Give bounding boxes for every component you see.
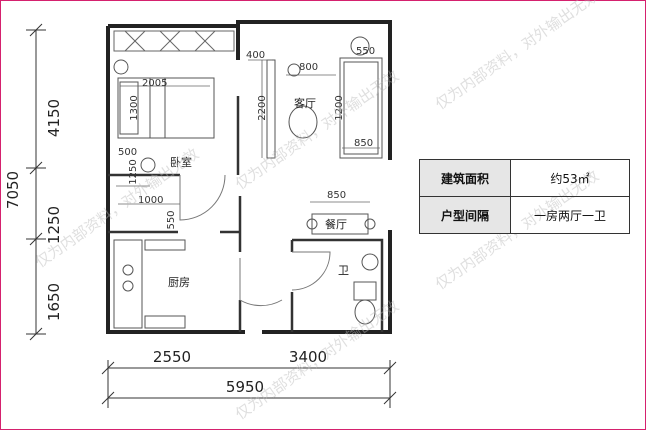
- dim-400: 400: [246, 50, 265, 61]
- info-row-layout: 户型间隔 一房两厅一卫: [419, 196, 630, 234]
- dim-left-top: 4150: [45, 99, 63, 137]
- dim-850-sofa: 850: [354, 138, 373, 149]
- info-value-layout: 一房两厅一卫: [510, 196, 630, 234]
- stool-living: [287, 63, 301, 77]
- dim-left-total: 7050: [4, 171, 22, 209]
- interior-walls: [108, 96, 384, 332]
- dim-left-mid: 1250: [45, 206, 63, 244]
- bathroom-fixtures: [353, 253, 379, 325]
- dim-500: 500: [118, 147, 137, 158]
- outer-walls: [106, 20, 392, 334]
- door-bath: [291, 251, 331, 291]
- dim-1250-vertical: 1250: [128, 159, 139, 184]
- info-value-area: 约53㎡: [510, 159, 630, 197]
- wardrobe: [113, 30, 235, 52]
- plant-living: [350, 36, 370, 56]
- watermark-2: 仅为内部资料，对外输出无效: [232, 67, 402, 194]
- door-bedroom: [179, 174, 226, 221]
- inner-dim-lines: [116, 59, 380, 205]
- room-bathroom: 卫: [338, 264, 349, 277]
- dim-left-bottom: 1650: [45, 283, 63, 321]
- door-kitchen: [239, 258, 283, 307]
- watermark-3: 仅为内部资料，对外输出无效: [432, 0, 602, 113]
- room-dining: 餐厅: [325, 217, 347, 231]
- bottom-dimension-lines: [101, 360, 397, 408]
- sofa: [339, 57, 383, 159]
- dining-set: [306, 213, 376, 235]
- info-table: 建筑面积 约53㎡ 户型间隔 一房两厅一卫: [419, 159, 630, 234]
- dim-1000: 1000: [138, 195, 163, 206]
- chair-bedroom: [140, 157, 156, 173]
- dim-bottom-left: 2550: [153, 348, 191, 366]
- info-key-layout: 户型间隔: [419, 196, 511, 234]
- dim-1200: 1200: [334, 95, 345, 120]
- dim-550-kitchen: 550: [166, 210, 177, 229]
- room-kitchen: 厨房: [168, 276, 190, 289]
- kitchen-counter: [113, 239, 186, 329]
- dim-2005: 2005: [142, 78, 167, 89]
- dim-2200: 2200: [257, 95, 268, 120]
- info-key-area: 建筑面积: [419, 159, 511, 197]
- info-row-area: 建筑面积 约53㎡: [419, 159, 630, 197]
- tv-cabinet: [266, 59, 276, 159]
- coffee-table: [288, 105, 318, 139]
- bed: [117, 77, 215, 139]
- dim-1300: 1300: [129, 95, 140, 120]
- dim-850-dining: 850: [327, 190, 346, 201]
- dim-800: 800: [299, 62, 318, 73]
- watermark-4: 仅为内部资料，对外输出无效: [232, 297, 402, 424]
- dim-bottom-right: 3400: [289, 348, 327, 366]
- room-bedroom: 卧室: [170, 155, 192, 169]
- room-living: 客厅: [294, 96, 316, 110]
- left-dimension-lines: [26, 23, 46, 341]
- dim-550: 550: [356, 46, 375, 57]
- dim-bottom-total: 5950: [226, 378, 264, 396]
- plant-bedroom: [113, 59, 129, 75]
